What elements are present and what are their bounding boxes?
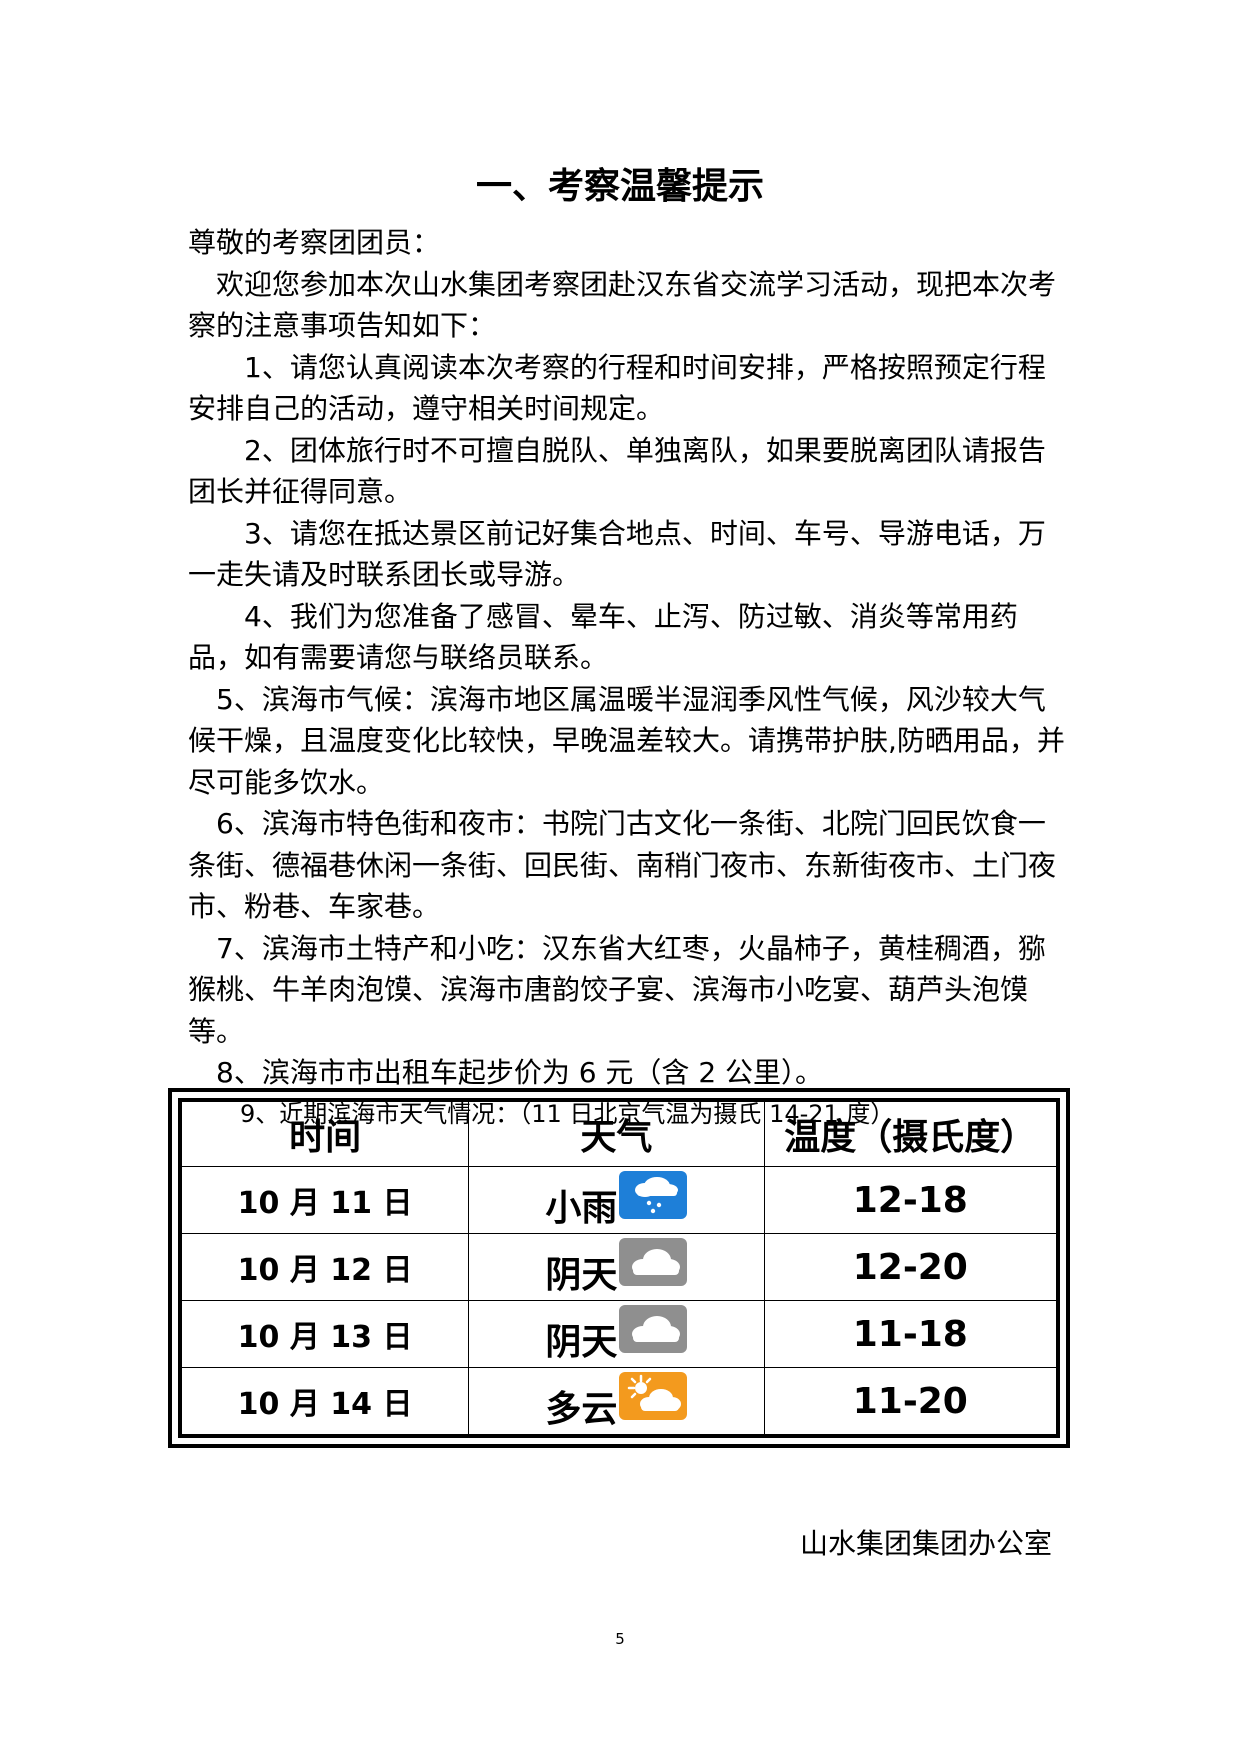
header-temperature: 温度（摄氏度） xyxy=(763,1102,1056,1167)
paragraph-item-1: 1、请您认真阅读本次考察的行程和时间安排，严格按照预定行程安排自己的活动，遵守相… xyxy=(188,350,1046,426)
weather-cell: 小雨 xyxy=(468,1166,765,1234)
weather-table-frame: 时间 天气 温度（摄氏度） 10 月 11 日 小雨 xyxy=(168,1088,1070,1448)
table-row: 10 月 14 日 多云 xyxy=(182,1367,1056,1434)
date-cell: 10 月 12 日 xyxy=(182,1233,470,1301)
weather-label: 小雨 xyxy=(545,1188,618,1229)
temperature-cell: 11-18 xyxy=(763,1300,1056,1368)
date-cell: 10 月 13 日 xyxy=(182,1300,470,1368)
temperature-cell: 12-18 xyxy=(763,1166,1056,1234)
table-row: 10 月 13 日 阴天 xyxy=(182,1300,1056,1368)
temperature-cell: 12-20 xyxy=(763,1233,1056,1301)
date-cell: 10 月 11 日 xyxy=(182,1166,470,1234)
paragraph-item-6: 6、滨海市特色街和夜市：书院门古文化一条街、北院门回民饮食一条街、德福巷休闲一条… xyxy=(188,807,1057,923)
weather-label: 多云 xyxy=(545,1389,618,1430)
notice-body: 尊敬的考察团团员： 欢迎您参加本次山水集团考察团赴汉东省交流学习活动，现把本次考… xyxy=(188,222,1068,1134)
paragraph-item-4: 4、我们为您准备了感冒、晕车、止泻、防过敏、消炎等常用药品，如有需要请您与联络员… xyxy=(188,599,1018,675)
partly-cloudy-icon xyxy=(619,1372,688,1420)
table-row: 10 月 12 日 阴天 xyxy=(182,1233,1056,1301)
weather-cell: 多云 xyxy=(468,1367,765,1434)
signature: 山水集团集团办公室 xyxy=(799,1527,1052,1560)
header-weather: 天气 xyxy=(468,1102,765,1167)
overcast-icon xyxy=(619,1238,688,1286)
temperature-cell: 11-20 xyxy=(763,1367,1056,1434)
weather-cell: 阴天 xyxy=(468,1233,765,1301)
paragraph-intro: 欢迎您参加本次山水集团考察团赴汉东省交流学习活动，现把本次考察的注意事项告知如下… xyxy=(188,267,1057,343)
page-title: 一、考察温馨提示 xyxy=(475,166,764,207)
overcast-icon xyxy=(619,1305,688,1353)
paragraph-item-5: 5、滨海市气候：滨海市地区属温暖半湿润季风性气候，风沙较大气候干燥，且温度变化比… xyxy=(188,682,1065,799)
paragraph-item-3: 3、请您在抵达景区前记好集合地点、时间、车号、导游电话，万一走失请及时联系团长或… xyxy=(188,516,1046,592)
header-date: 时间 xyxy=(182,1102,470,1167)
table-row: 10 月 11 日 小雨 xyxy=(182,1166,1056,1234)
weather-label: 阴天 xyxy=(545,1255,618,1296)
date-cell: 10 月 14 日 xyxy=(182,1367,470,1434)
weather-cell: 阴天 xyxy=(468,1300,765,1368)
greeting: 尊敬的考察团团员： xyxy=(188,226,441,259)
weather-table: 时间 天气 温度（摄氏度） 10 月 11 日 小雨 xyxy=(182,1102,1056,1434)
weather-label: 阴天 xyxy=(545,1322,618,1363)
table-header-row: 时间 天气 温度（摄氏度） xyxy=(182,1102,1056,1167)
light-rain-icon xyxy=(619,1171,688,1219)
paragraph-item-8: 8、滨海市市出租车起步价为 6 元（含 2 公里）。 xyxy=(188,1056,824,1089)
page-number: 5 xyxy=(615,1630,625,1648)
paragraph-item-2: 2、团体旅行时不可擅自脱队、单独离队，如果要脱离团队请报告团长并征得同意。 xyxy=(188,433,1046,509)
weather-table-inner-frame: 时间 天气 温度（摄氏度） 10 月 11 日 小雨 xyxy=(178,1098,1060,1438)
paragraph-item-7: 7、滨海市土特产和小吃：汉东省大红枣，火晶柿子，黄桂稠酒，猕猴桃、牛羊肉泡馍、滨… xyxy=(188,931,1046,1048)
